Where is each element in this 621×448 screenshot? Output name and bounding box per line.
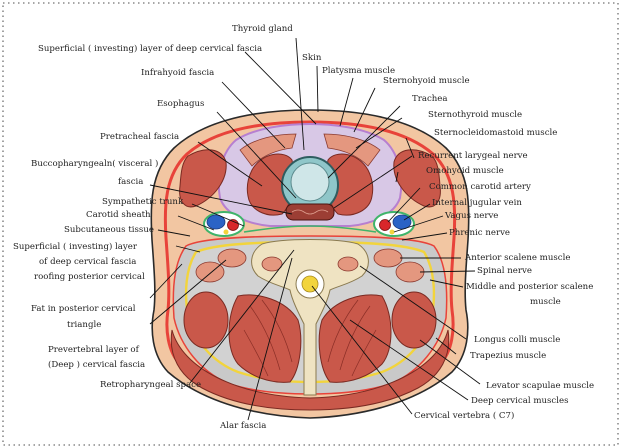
label-deep-cervical: Deep cervical muscles bbox=[471, 396, 568, 406]
label-levator-scapulae: Levator scapulae muscle bbox=[486, 381, 594, 391]
scalene-right-1 bbox=[374, 249, 402, 267]
levator-scapulae-right bbox=[392, 292, 436, 348]
label-common-carotid: Common carotid artery bbox=[429, 182, 531, 192]
label-carotid-sheath: Carotid sheath bbox=[86, 210, 151, 220]
label-superficial-roof-1: Superficial ( investing) layer bbox=[13, 241, 138, 252]
scalene-left-1 bbox=[218, 249, 246, 267]
label-thyroid-gland: Thyroid gland bbox=[232, 24, 293, 34]
label-buccopharyngeal-1: Buccopharyngealn( visceral ) bbox=[31, 158, 158, 169]
spinal-cord bbox=[302, 276, 318, 292]
vagus-left bbox=[224, 230, 229, 235]
label-superficial-roof-2: of deep cervical fascia bbox=[39, 257, 136, 267]
label-sympathetic-trunk: Sympathetic trunk bbox=[102, 197, 184, 207]
levator-scapulae-left bbox=[184, 292, 228, 348]
label-spinal-nerve: Spinal nerve bbox=[477, 266, 532, 276]
label-trapezius: Trapezius muscle bbox=[470, 351, 546, 361]
label-sternohyoid: Sternohyoid muscle bbox=[383, 76, 470, 86]
trachea-lumen bbox=[291, 163, 329, 201]
label-sternocleidomastoid: Sternocleidomastoid muscle bbox=[434, 128, 557, 138]
label-esophagus: Esophagus bbox=[157, 99, 204, 109]
label-phrenic: Phrenic nerve bbox=[449, 228, 510, 238]
label-internal-jugular: Internal jugular vein bbox=[432, 198, 522, 208]
label-superficial-roof-3: roofing posterior cervical bbox=[34, 272, 145, 282]
label-vagus: Vagus nerve bbox=[444, 211, 498, 221]
vagus-right bbox=[390, 230, 395, 235]
scalene-right-2 bbox=[396, 262, 424, 282]
label-pretracheal-fascia: Pretracheal fascia bbox=[100, 132, 179, 142]
label-superficial-layer: Superficial ( investing) layer of deep c… bbox=[38, 43, 262, 54]
label-subcutaneous: Subcutaneous tissue bbox=[64, 225, 154, 235]
longus-colli-right bbox=[338, 257, 358, 271]
label-prevertebral-1: Prevertebral layer of bbox=[48, 345, 140, 355]
label-trachea: Trachea bbox=[412, 94, 448, 104]
label-anterior-scalene: Anterior scalene muscle bbox=[464, 253, 570, 263]
label-omohyoid: Omohyoid muscle bbox=[426, 166, 504, 176]
label-retropharyngeal: Retropharyngeal space bbox=[100, 380, 201, 390]
label-prevertebral-2: (Deep ) cervical fascia bbox=[48, 359, 145, 370]
label-fat-posterior-2: triangle bbox=[67, 320, 101, 330]
label-cervical-vertebra: Cervical vertebra ( C7) bbox=[414, 410, 514, 421]
label-sternothyroid: Sternothyroid muscle bbox=[428, 110, 522, 120]
label-infrahyoid-fascia: Infrahyoid fascia bbox=[141, 68, 214, 78]
label-platysma: Platysma muscle bbox=[322, 66, 395, 76]
label-middle-posterior-scalene-1: Middle and posterior scalene bbox=[466, 282, 593, 292]
label-middle-posterior-scalene-2: muscle bbox=[530, 297, 561, 307]
label-buccopharyngeal-2: fascia bbox=[118, 177, 143, 187]
label-skin: Skin bbox=[302, 53, 322, 63]
label-recurrent-laryngeal: Recurrent larygeal nerve bbox=[418, 151, 528, 161]
esophagus bbox=[286, 204, 334, 220]
label-alar-fascia: Alar fascia bbox=[219, 421, 266, 431]
label-fat-posterior-1: Fat in posterior cervical bbox=[31, 304, 136, 314]
label-longus-colli: Longus colli muscle bbox=[474, 335, 560, 345]
